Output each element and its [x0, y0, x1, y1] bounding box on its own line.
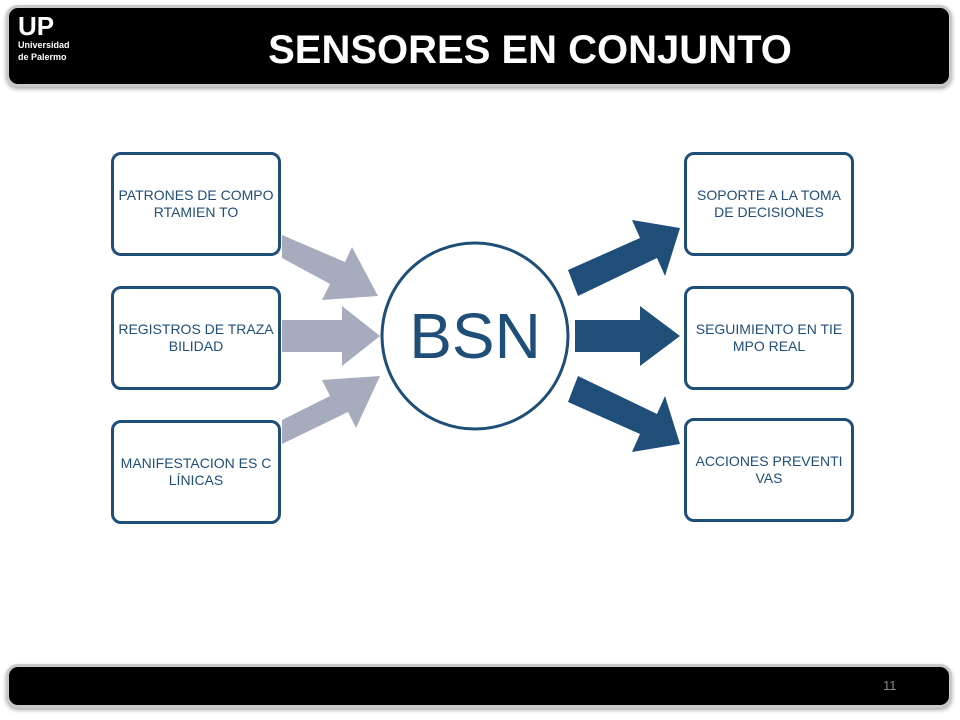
logo-main: UP: [18, 11, 55, 41]
input-arrow-2: [282, 306, 380, 366]
output-box-acciones: ACCIONES PREVENTIVAS: [684, 418, 854, 522]
university-logo: UP Universidad de Palermo: [18, 11, 70, 62]
input-arrow-1: [282, 235, 378, 300]
header-bar: [6, 5, 952, 87]
input-box-manifestaciones: MANIFESTACION ES CLÍNICAS: [111, 420, 281, 524]
slide-title: SENSORES EN CONJUNTO: [268, 28, 792, 72]
input-box-registros: REGISTROS DE TRAZABILIDAD: [111, 286, 281, 390]
logo-line-2: de Palermo: [18, 52, 67, 62]
center-label: BSN: [409, 300, 541, 372]
output-box-soporte: SOPORTE A LA TOMA DE DECISIONES: [684, 152, 854, 256]
input-box-patrones: PATRONES DE COMPORTAMIEN TO: [111, 152, 281, 256]
output-arrow-2: [575, 306, 680, 366]
page-number: 11: [883, 678, 897, 693]
center-circle: [380, 241, 570, 431]
logo-line-1: Universidad: [18, 40, 70, 50]
footer-bar: [6, 664, 952, 708]
output-arrow-1: [568, 220, 680, 296]
input-arrow-3: [282, 376, 380, 444]
output-arrow-3: [568, 376, 680, 452]
output-box-seguimiento: SEGUIMIENTO EN TIEMPO REAL: [684, 286, 854, 390]
